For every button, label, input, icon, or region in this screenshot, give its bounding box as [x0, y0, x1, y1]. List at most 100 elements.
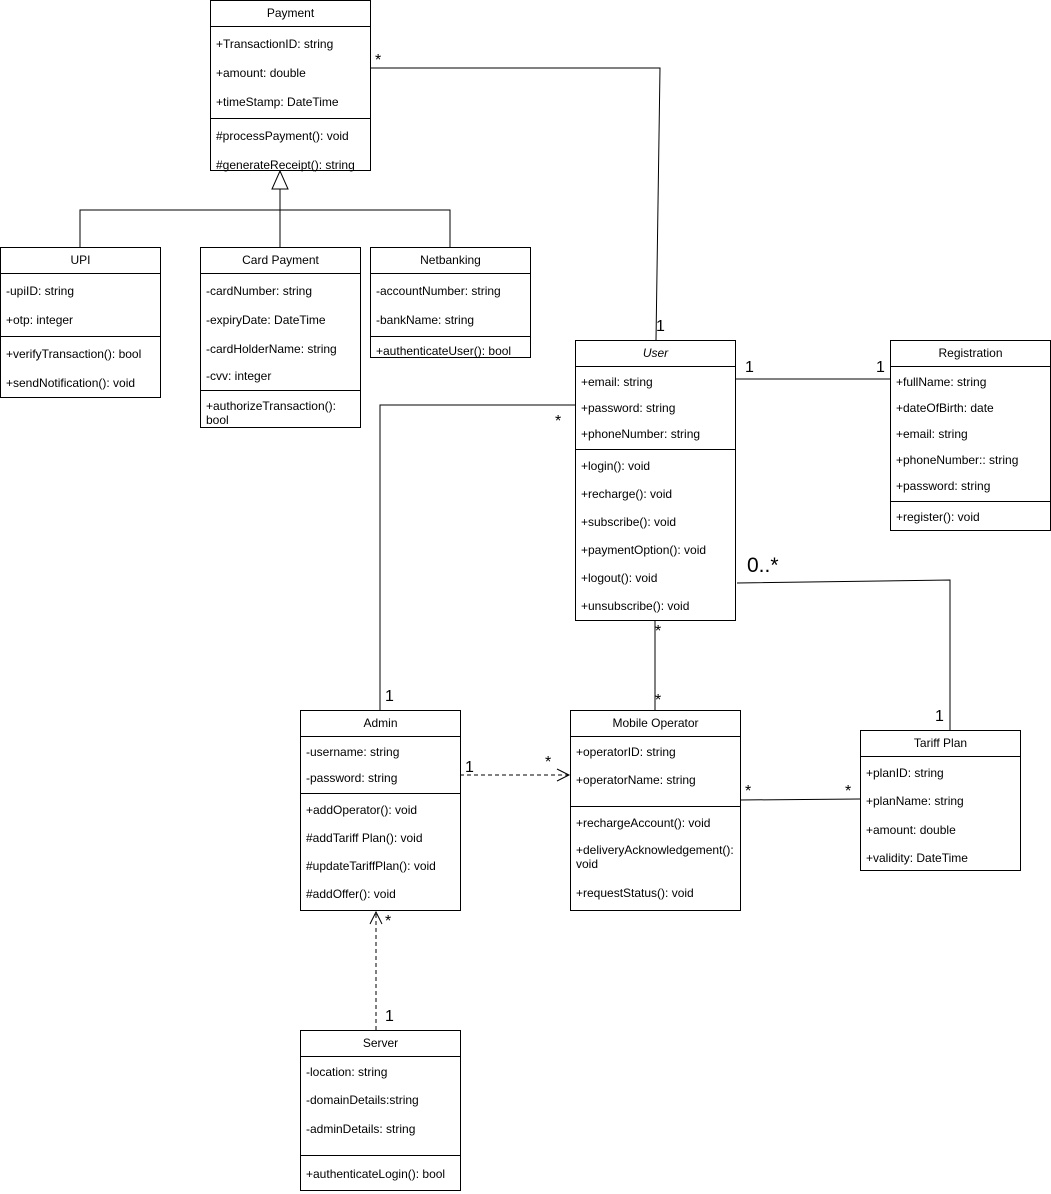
attribute: -adminDetails: string: [306, 1122, 416, 1136]
methods-section: +verifyTransaction(): bool +sendNotifica…: [1, 337, 160, 399]
attribute: +email: string: [896, 427, 968, 441]
attributes-section: +planID: string +planName: string +amoun…: [861, 757, 1020, 873]
method: +requestStatus(): void: [576, 886, 694, 900]
generalization-arrowhead: [271, 169, 289, 190]
methods-section: +authenticateLogin(): bool: [301, 1156, 460, 1191]
attribute: +phoneNumber:: string: [896, 453, 1019, 467]
method: +subscribe(): void: [581, 515, 677, 529]
inheritance-netbanking: [280, 209, 451, 247]
multiplicity-label: *: [745, 783, 752, 800]
method: +rechargeAccount(): void: [576, 816, 711, 830]
attributes-section: -upiID: string +otp: integer: [1, 274, 160, 337]
method: +unsubscribe(): void: [581, 599, 690, 613]
class-name: UPI: [1, 248, 160, 274]
method: +authenticateUser(): bool: [376, 343, 512, 358]
methods-section: +addOperator(): void #addTariff Plan(): …: [301, 794, 460, 910]
method: #processPayment(): void: [216, 128, 349, 143]
attributes-section: -accountNumber: string -bankName: string: [371, 274, 530, 337]
class-tariff-plan[interactable]: Tariff Plan +planID: string +planName: s…: [860, 730, 1021, 871]
association-payment-user: [370, 67, 661, 341]
attribute: -domainDetails:string: [306, 1093, 419, 1107]
attribute: +email: string: [581, 375, 653, 389]
method: +logout(): void: [581, 571, 658, 585]
multiplicity-label: 1: [876, 359, 885, 376]
class-name: Server: [301, 1031, 460, 1057]
attribute: +TransactionID: string: [216, 36, 334, 51]
multiplicity-label: 1: [385, 1008, 394, 1025]
multiplicity-label: 0..*: [747, 554, 779, 577]
attribute: +password: string: [581, 401, 676, 415]
multiplicity-label: *: [555, 413, 562, 430]
attribute: -cardHolderName: string: [206, 341, 337, 356]
methods-section: +authenticateUser(): bool: [371, 337, 530, 364]
class-mobile-operator[interactable]: Mobile Operator +operatorID: string +ope…: [570, 710, 741, 911]
attribute: +planName: string: [866, 793, 964, 808]
class-payment[interactable]: Payment +TransactionID: string +amount: …: [210, 0, 371, 172]
method: #generateReceipt(): string: [216, 157, 355, 172]
attribute: +planID: string: [866, 765, 944, 780]
attribute: +operatorName: string: [576, 773, 696, 787]
class-name: Tariff Plan: [861, 731, 1020, 757]
attribute: +otp: integer: [6, 312, 74, 327]
attributes-section: -cardNumber: string -expiryDate: DateTim…: [201, 274, 360, 391]
attribute: +amount: double: [866, 822, 956, 837]
method: +verifyTransaction(): bool: [6, 346, 142, 361]
attribute: +password: string: [896, 479, 991, 493]
attribute: +fullName: string: [896, 375, 987, 389]
class-user[interactable]: User +email: string +password: string +p…: [575, 340, 736, 621]
class-netbanking[interactable]: Netbanking -accountNumber: string -bankN…: [370, 247, 531, 358]
class-card-payment[interactable]: Card Payment -cardNumber: string -expiry…: [200, 247, 361, 428]
attributes-section: +TransactionID: string +amount: double +…: [211, 27, 370, 119]
inheritance-upi: [79, 209, 280, 247]
attribute: +phoneNumber: string: [581, 427, 701, 441]
attributes-section: +email: string +password: string +phoneN…: [576, 367, 735, 450]
class-registration[interactable]: Registration +fullName: string +dateOfBi…: [890, 340, 1051, 531]
method: +authenticateLogin(): bool: [306, 1166, 446, 1181]
methods-section: +rechargeAccount(): void +deliveryAcknow…: [571, 807, 740, 909]
multiplicity-label: *: [845, 783, 852, 800]
method: +deliveryAcknowledgement(): void: [576, 843, 734, 871]
dependency-admin-operator-arrowhead: [556, 768, 571, 782]
class-server[interactable]: Server -location: string -domainDetails:…: [300, 1030, 461, 1191]
attribute: -username: string: [306, 745, 400, 759]
class-name: User: [576, 341, 735, 367]
multiplicity-label: 1: [385, 688, 394, 705]
attributes-section: +fullName: string +dateOfBirth: date +em…: [891, 367, 1050, 502]
method: #addTariff Plan(): void: [306, 831, 423, 845]
methods-section: #processPayment(): void #generateReceipt…: [211, 119, 370, 181]
class-upi[interactable]: UPI -upiID: string +otp: integer +verify…: [0, 247, 161, 398]
attribute: -password: string: [306, 771, 398, 785]
class-name: Card Payment: [201, 248, 360, 274]
class-name: Mobile Operator: [571, 711, 740, 737]
attribute: +dateOfBirth: date: [896, 401, 994, 415]
attribute: -cardNumber: string: [206, 283, 313, 298]
class-admin[interactable]: Admin -username: string -password: strin…: [300, 710, 461, 911]
multiplicity-label: *: [545, 754, 552, 771]
attribute: -location: string: [306, 1065, 388, 1079]
method: +authorizeTransaction(): bool: [206, 399, 336, 427]
multiplicity-label: 1: [745, 359, 754, 376]
class-name: Registration: [891, 341, 1050, 367]
multiplicity-label: *: [655, 692, 662, 709]
method: +addOperator(): void: [306, 803, 418, 817]
methods-section: +authorizeTransaction(): bool: [201, 391, 360, 433]
association-user-admin: [379, 404, 575, 710]
method: +recharge(): void: [581, 487, 673, 501]
attribute: -cvv: integer: [206, 368, 272, 383]
attribute: -upiID: string: [6, 283, 75, 298]
multiplicity-label: 1: [935, 708, 944, 725]
multiplicity-label: 1: [465, 759, 474, 776]
multiplicity-label: *: [655, 623, 662, 640]
attribute: -expiryDate: DateTime: [206, 312, 326, 327]
attribute: -accountNumber: string: [376, 283, 501, 298]
methods-section: +register(): void: [891, 502, 1050, 532]
method: +login(): void: [581, 459, 651, 473]
method: #updateTariffPlan(): void: [306, 859, 436, 873]
attribute: +validity: DateTime: [866, 850, 968, 865]
association-user-tariff: [736, 579, 951, 730]
attributes-section: +operatorID: string +operatorName: strin…: [571, 737, 740, 807]
class-name: Admin: [301, 711, 460, 737]
multiplicity-label: *: [385, 913, 392, 930]
attributes-section: -username: string -password: string: [301, 737, 460, 794]
